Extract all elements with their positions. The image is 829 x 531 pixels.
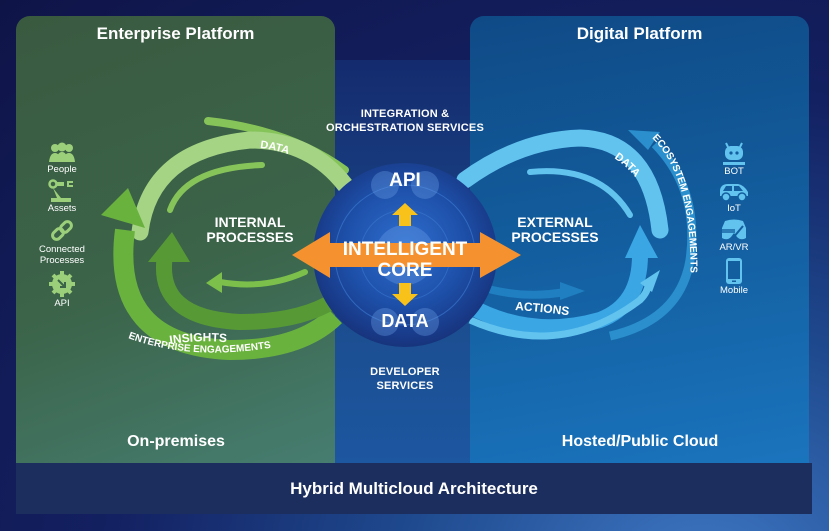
icon-item-iot: IoT [718,181,750,214]
car-icon [720,184,748,202]
up-arrow-icon [392,203,418,226]
enterprise-mid-arrowhead [148,232,190,262]
core-data-label: DATA [381,311,429,331]
internal-processes-line2: PROCESSES [206,229,294,245]
core-title-line1: INTELLIGENT [342,239,468,260]
vr-headset-icon [721,219,746,240]
enterprise-icon-list: People Assets Connected Processes API [28,142,96,313]
enterprise-insights-arc [113,228,342,361]
external-processes-line1: EXTERNAL [517,214,593,230]
core-api-label: API [389,170,421,191]
insights-label: INSIGHTS [168,330,227,347]
developer-services-label: DEVELOPER SERVICES [340,365,470,393]
enterprise-return-arrowhead [206,272,222,293]
down-arrow-icon [392,283,418,306]
enterprise-mid-arc [155,253,340,331]
external-processes-line2: PROCESSES [511,229,599,245]
digital-ecosystem-arc [608,140,697,341]
digital-inner-thin-arc [527,168,633,218]
connected-processes-label: Connected Processes [39,244,85,266]
developer-services-line1: DEVELOPER [370,366,440,378]
digital-icon-list: BOT IoT AR/VR Mobile [706,142,762,300]
digital-outer-arrowhead [640,270,660,292]
core-title-line2: CORE [377,260,433,281]
integration-services-label: INTEGRATION & ORCHESTRATION SERVICES [310,107,500,135]
internal-processes-line1: INTERNAL [214,214,286,230]
digital-inner-arrowhead [560,282,585,300]
mobile-label: Mobile [720,285,748,296]
enterprise-platform-title: Enterprise Platform [96,24,255,43]
gear-api-icon [49,271,75,297]
external-processes-label: EXTERNAL PROCESSES [500,215,610,245]
hybrid-multicloud-label: Hybrid Multicloud Architecture [290,478,538,498]
mobile-phone-icon [726,258,742,284]
developer-services-line2: SERVICES [376,380,434,392]
digital-actions-arrowhead [625,225,658,258]
intelligent-core-title: INTELLIGENT CORE [325,239,485,281]
hosted-cloud-label: Hosted/Public Cloud [561,433,719,450]
enterprise-loop [101,117,354,361]
horizontal-double-arrow-icon [292,232,521,278]
actions-label: ACTIONS [515,299,570,318]
robot-arm-icon [48,179,73,202]
digital-data-arc [456,129,669,239]
enterprise-data-arc [131,131,354,241]
enterprise-inner-thin-arc [167,162,265,213]
enterprise-insights-arrowhead [101,188,145,228]
people-icon [49,142,75,162]
people-label: People [47,164,77,175]
icon-item-people: People [47,142,77,175]
integration-services-line2: ORCHESTRATION SERVICES [325,122,484,134]
internal-processes-label: INTERNAL PROCESSES [195,215,305,245]
icon-item-connected-processes: Connected Processes [28,218,96,266]
icon-item-api: API [48,270,76,309]
icon-item-bot: BOT [720,142,748,177]
assets-label: Assets [47,203,77,214]
intelligent-core [292,163,521,347]
bot-icon [723,142,745,165]
ar-vr-label: AR/VR [719,242,749,253]
iot-label: IoT [727,203,741,214]
bot-label: BOT [724,166,744,177]
enterprise-inner-return-arc [217,269,308,288]
integration-services-line1: INTEGRATION & [360,108,450,120]
icon-item-mobile: Mobile [720,257,748,296]
digital-platform-title: Digital Platform [576,24,703,43]
digital-loop [456,129,697,341]
chain-link-icon [51,220,73,241]
digital-ecosystem-arrowhead [628,130,660,150]
hybrid-multicloud-bar: Hybrid Multicloud Architecture [16,463,812,514]
icon-item-ar-vr: AR/VR [719,218,749,253]
api-label: API [54,298,70,309]
on-premises-label: On-premises [127,433,225,450]
icon-item-assets: Assets [47,179,77,214]
